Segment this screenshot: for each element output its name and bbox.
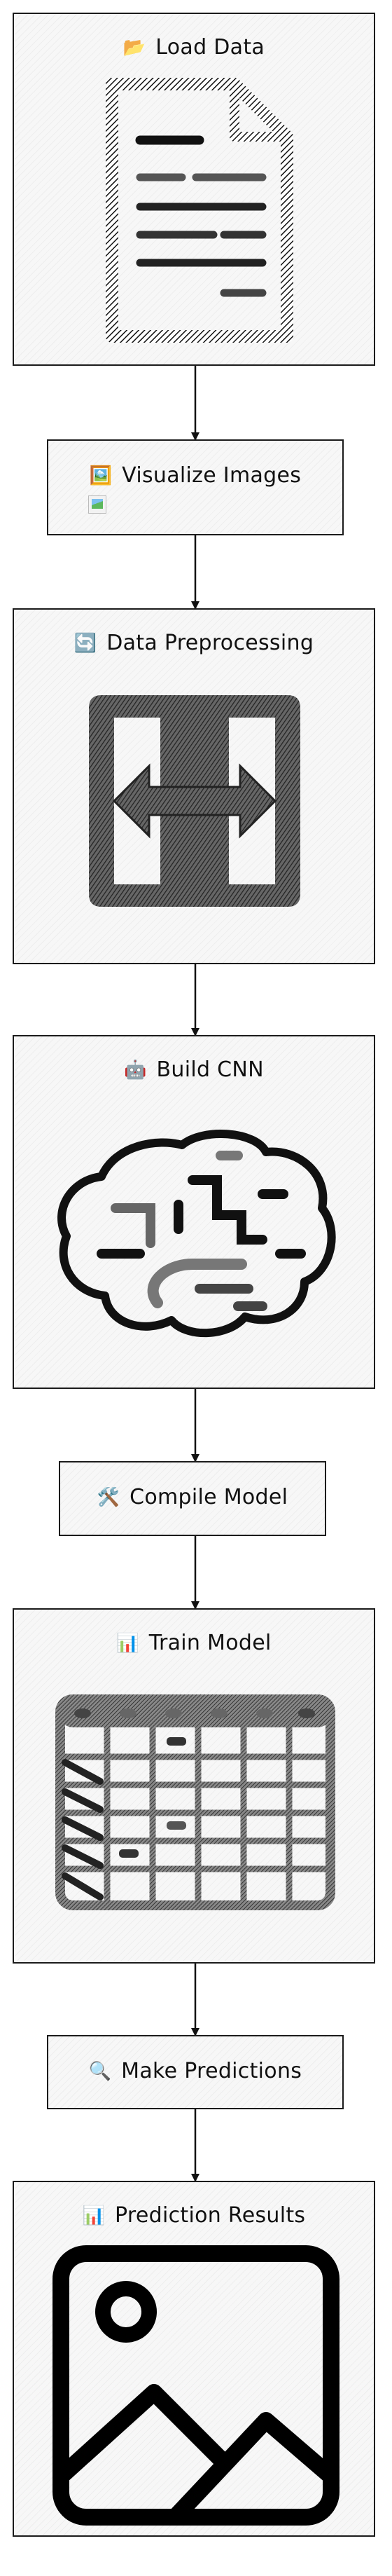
node-label: Load Data: [155, 35, 265, 60]
robot-icon: 🤖: [124, 1059, 147, 1081]
node-load-data: 📂 Load Data: [13, 13, 375, 366]
broken-image-icon: [88, 495, 106, 514]
node-label: Visualize Images: [122, 463, 302, 488]
node-label: Data Preprocessing: [106, 631, 314, 655]
picture-icon: 🖼️: [89, 465, 113, 486]
node-title: 📊 Prediction Results: [14, 2203, 374, 2228]
split-arrows-icon: [89, 695, 300, 907]
node-data-preprocessing: 🔄 Data Preprocessing: [13, 608, 375, 964]
image-icon: [52, 2245, 340, 2526]
node-title: 📂 Load Data: [14, 35, 374, 60]
node-compile-model: 🛠️ Compile Model: [59, 1461, 326, 1536]
node-title: 🛠️ Compile Model: [60, 1485, 325, 1509]
node-label: Make Predictions: [121, 2059, 302, 2083]
node-title: 🔄 Data Preprocessing: [14, 631, 374, 655]
document-icon: [106, 78, 293, 343]
node-build-cnn: 🤖 Build CNN: [13, 1035, 375, 1389]
node-visualize-images: 🖼️ Visualize Images: [47, 439, 344, 535]
node-title: 🤖 Build CNN: [14, 1057, 374, 1082]
table-icon: [55, 1694, 335, 1910]
folder-icon: 📂: [122, 36, 146, 58]
node-label: Compile Model: [130, 1485, 288, 1509]
bar-chart-icon: 📊: [82, 2205, 106, 2226]
node-label: Train Model: [148, 1631, 272, 1655]
tools-icon: 🛠️: [97, 1486, 120, 1508]
repeat-icon: 🔄: [74, 632, 97, 654]
node-title: 🔍 Make Predictions: [48, 2059, 342, 2083]
brain-icon: [57, 1130, 336, 1338]
node-title: 📊 Train Model: [14, 1631, 374, 1655]
node-make-predictions: 🔍 Make Predictions: [47, 2035, 344, 2109]
node-label: Prediction Results: [115, 2203, 306, 2228]
node-label: Build CNN: [156, 1057, 264, 1082]
node-train-model: 📊 Train Model: [13, 1608, 375, 1964]
bar-chart-icon: 📊: [116, 1632, 139, 1654]
magnifier-icon: 🔍: [88, 2060, 112, 2082]
node-title: 🖼️ Visualize Images: [48, 463, 342, 488]
node-prediction-results: 📊 Prediction Results: [13, 2181, 375, 2537]
